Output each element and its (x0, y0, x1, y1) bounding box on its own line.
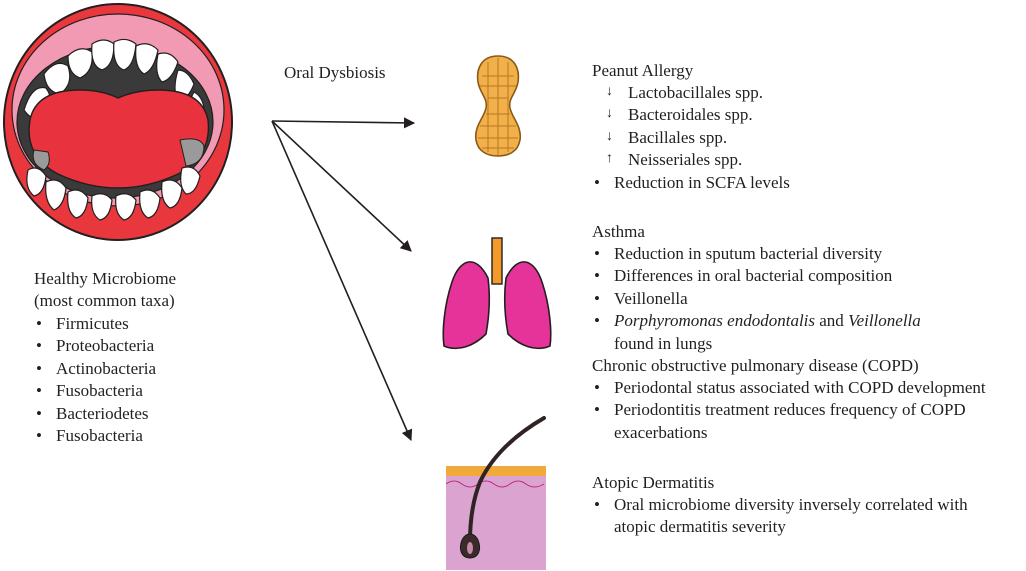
peanut-changes-list: ↓Lactobacillales spp. ↓Bacteroidales spp… (604, 82, 790, 172)
list-item: •Oral microbiome diversity inversely cor… (594, 495, 968, 514)
peanut-allergy-block: Peanut Allergy ↓Lactobacillales spp. ↓Ba… (592, 60, 790, 194)
list-item: ↓Bacteroidales spp. (606, 105, 753, 125)
list-item: •Differences in oral bacterial compositi… (594, 266, 893, 286)
list-item: •Porphyromonas endodontalis and Veillone… (594, 311, 921, 331)
list-item: •Reduction in sputum bacterial diversity (594, 244, 883, 263)
list-item-continuation: exacerbations (614, 422, 708, 442)
healthy-title-line2: (most common taxa) (34, 291, 175, 310)
list-item: ↓Bacillales spp. (606, 127, 728, 147)
peanut-icon (474, 55, 522, 157)
list-item: •Periodontitis treatment reduces frequen… (594, 400, 966, 420)
center-label: Oral Dysbiosis (284, 63, 386, 82)
atopic-list: •Oral microbiome diversity inversely cor… (592, 494, 968, 539)
copd-title: Chronic obstructive pulmonary disease (C… (592, 356, 919, 376)
skin-hair-icon (445, 416, 546, 570)
arrow-to-peanut (271, 117, 416, 129)
arrow-to-skin (271, 120, 413, 442)
list-item: •Veillonella (594, 288, 688, 308)
list-item-continuation: atopic dermatitis severity (614, 517, 786, 537)
list-item: ↓Lactobacillales spp. (606, 83, 764, 102)
healthy-title-line1: Healthy Microbiome (34, 269, 177, 288)
list-item: •Actinobacteria (36, 358, 157, 378)
atopic-dermatitis-block: Atopic Dermatitis •Oral microbiome diver… (592, 472, 968, 539)
list-item: •Periodontal status associated with COPD… (594, 378, 986, 398)
atopic-title: Atopic Dermatitis (592, 473, 715, 492)
list-item: •Reduction in SCFA levels (594, 172, 790, 192)
healthy-microbiome-block: Healthy Microbiome (most common taxa) •F… (34, 268, 176, 447)
list-item-continuation: found in lungs (614, 333, 713, 353)
open-mouth-icon (3, 3, 233, 241)
list-item: •Bacteriodetes (36, 403, 149, 423)
peanut-bullets: •Reduction in SCFA levels (592, 172, 790, 194)
lungs-icon (442, 237, 552, 350)
list-item: ↑Neisseriales spp. (606, 150, 743, 170)
asthma-copd-block: Asthma •Reduction in sputum bacterial di… (592, 221, 986, 444)
peanut-title: Peanut Allergy (592, 61, 694, 80)
asthma-title: Asthma (592, 222, 645, 241)
list-item: •Proteobacteria (36, 336, 155, 356)
copd-list: •Periodontal status associated with COPD… (592, 377, 986, 444)
asthma-list: •Reduction in sputum bacterial diversity… (592, 243, 986, 355)
healthy-taxa-list: •Firmicutes •Proteobacteria •Actinobacte… (34, 313, 176, 447)
list-item: •Firmicutes (36, 314, 129, 333)
list-item: •Fusobacteria (36, 381, 143, 401)
arrow-to-lungs (271, 120, 412, 252)
list-item: •Fusobacteria (36, 426, 143, 446)
